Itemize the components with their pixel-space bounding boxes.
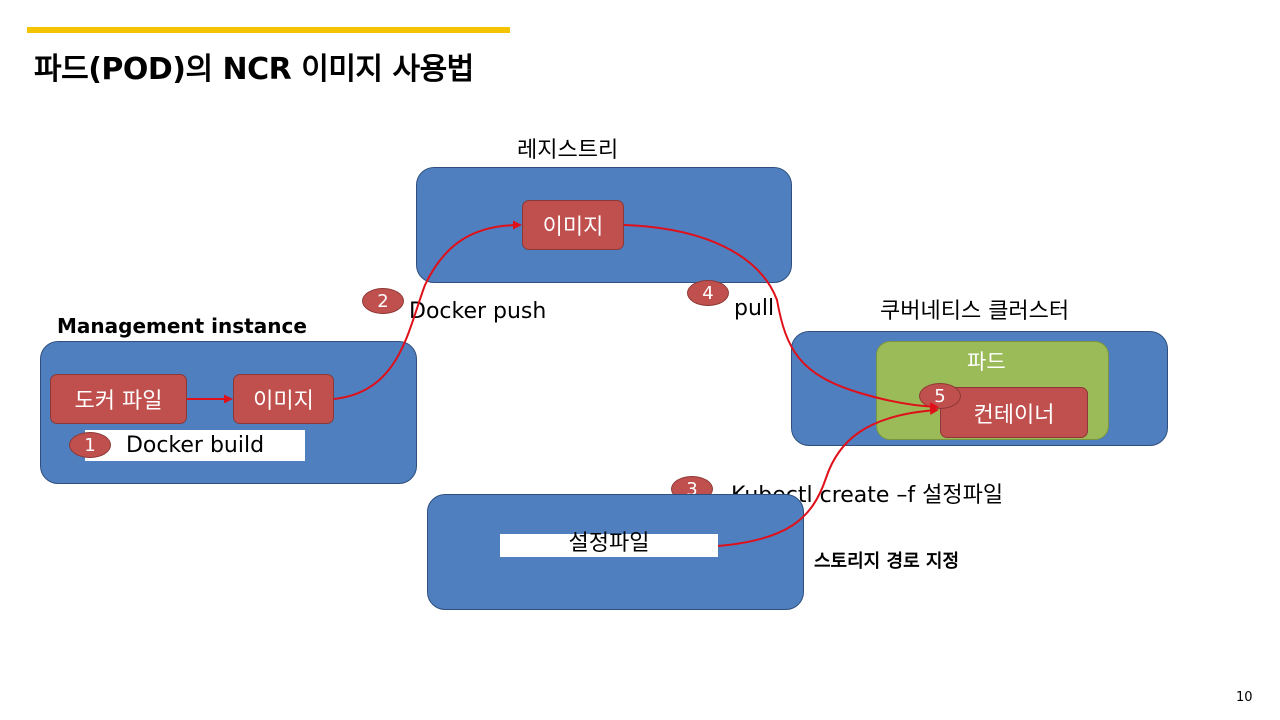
docker-push-label: Docker push <box>409 299 547 324</box>
page-number: 10 <box>1236 690 1253 705</box>
storage-path-label: 스토리지 경로 지정 <box>814 551 960 572</box>
container-box: 컨테이너 <box>940 387 1088 438</box>
docker-build-label: Docker build <box>85 430 305 461</box>
registry-label: 레지스트리 <box>517 138 619 163</box>
cluster-label: 쿠버네티스 클러스터 <box>880 299 1070 324</box>
pull-label: pull <box>734 296 775 321</box>
management-image-box: 이미지 <box>233 374 334 424</box>
step-4-badge: 4 <box>687 280 729 306</box>
pod-label: 파드 <box>967 350 1006 374</box>
step-5-badge: 5 <box>919 383 961 409</box>
step-2-badge: 2 <box>362 288 404 314</box>
step-1-badge: 1 <box>69 432 111 458</box>
config-file-label: 설정파일 <box>500 533 718 557</box>
management-label: Management instance <box>57 314 307 338</box>
dockerfile-box: 도커 파일 <box>50 374 187 424</box>
slide-title: 파드(POD)의 NCR 이미지 사용법 <box>34 52 474 87</box>
accent-bar <box>27 27 510 33</box>
registry-image-box: 이미지 <box>522 200 624 250</box>
